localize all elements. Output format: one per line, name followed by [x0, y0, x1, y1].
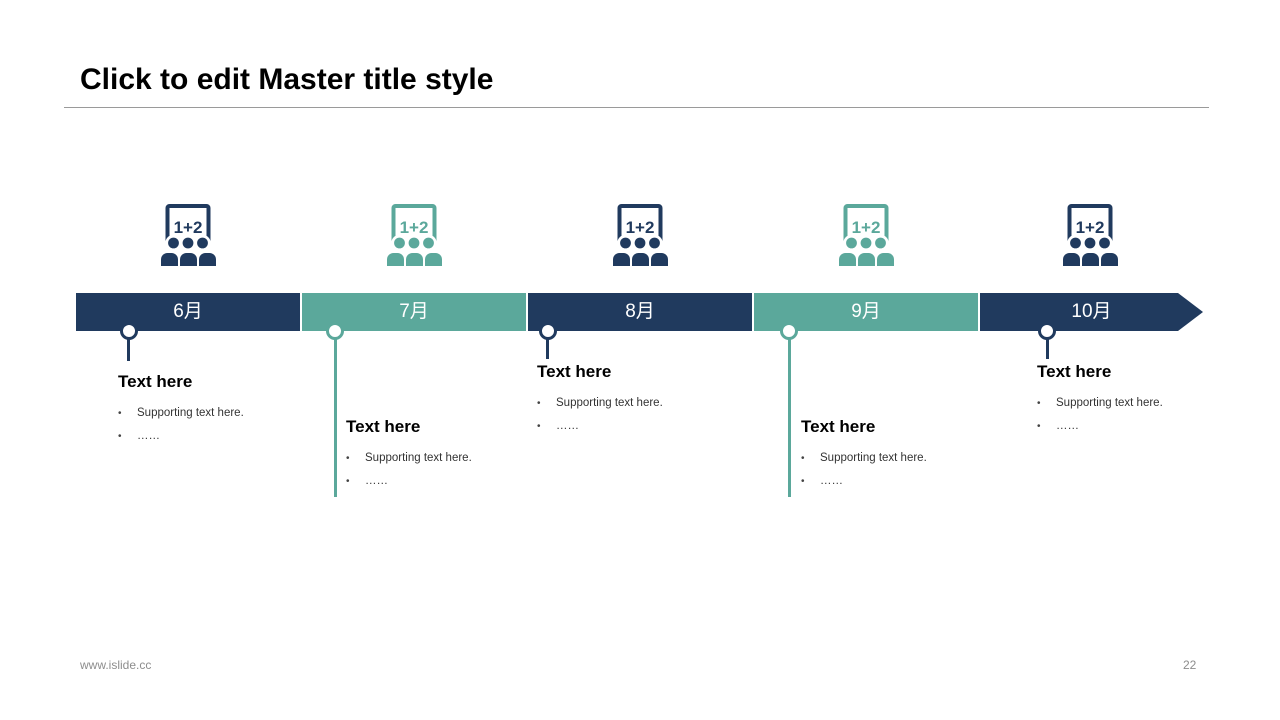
connector-stem [788, 331, 791, 497]
classroom-board-audience-icon: 1+2 [613, 204, 668, 266]
bullet-dot-icon: • [1037, 421, 1041, 432]
icon-board-text: 1+2 [174, 218, 203, 237]
connector-stem [127, 331, 130, 361]
bullet-text: Supporting text here. [137, 407, 244, 419]
timeline-segment-jun[interactable]: 6月 [76, 293, 300, 331]
bullet-item: • …… [118, 430, 330, 443]
icon-board-text: 1+2 [852, 218, 881, 237]
text-block-title: Text here [801, 417, 876, 436]
bullet-dot-icon: • [801, 453, 805, 464]
icon-board-text: 1+2 [626, 218, 655, 237]
bullet-dot-icon: • [801, 476, 805, 487]
bullet-dot-icon: • [537, 421, 541, 432]
bullet-text: …… [137, 430, 160, 442]
timeline-node-circle [326, 322, 344, 340]
timeline-node-circle [1038, 322, 1056, 340]
text-block-title: Text here [1037, 362, 1112, 381]
title-divider-line [64, 107, 1209, 108]
bullet-text: Supporting text here. [1056, 397, 1163, 409]
text-block-aug[interactable]: Text here • Supporting text here. • …… [537, 362, 749, 443]
bullet-text: …… [365, 475, 388, 487]
connector-stem [546, 331, 549, 359]
bullet-text: …… [1056, 420, 1079, 432]
bullet-dot-icon: • [537, 398, 541, 409]
footer-website-url: www.islide.cc [80, 658, 152, 672]
timeline-segment-oct-arrow[interactable]: 10月 [980, 293, 1203, 331]
classroom-board-audience-icon: 1+2 [839, 204, 894, 266]
bullet-text: Supporting text here. [556, 397, 663, 409]
month-label: 10月 [1071, 301, 1112, 322]
timeline-node-circle [539, 322, 557, 340]
bullet-item: • Supporting text here. [1037, 397, 1249, 410]
text-block-title: Text here [118, 372, 193, 391]
classroom-board-audience-icon: 1+2 [1063, 204, 1118, 266]
bullet-item: • …… [537, 420, 749, 433]
month-label: 9月 [851, 301, 881, 322]
text-block-jul[interactable]: Text here • Supporting text here. • …… [346, 417, 558, 498]
connector-stem [334, 331, 337, 497]
bullet-dot-icon: • [346, 453, 350, 464]
month-label: 8月 [625, 301, 655, 322]
text-block-oct[interactable]: Text here • Supporting text here. • …… [1037, 362, 1249, 443]
bullet-item: • Supporting text here. [346, 452, 558, 465]
slide-title[interactable]: Click to edit Master title style [80, 63, 494, 96]
bullet-dot-icon: • [118, 431, 122, 442]
bullet-dot-icon: • [346, 476, 350, 487]
bullet-dot-icon: • [1037, 398, 1041, 409]
text-block-sep[interactable]: Text here • Supporting text here. • …… [801, 417, 1013, 498]
bullet-text: …… [556, 420, 579, 432]
bullet-item: • Supporting text here. [118, 407, 330, 420]
bullet-text: …… [820, 475, 843, 487]
bullet-item: • …… [346, 475, 558, 488]
slide-page-number: 22 [1183, 658, 1197, 672]
month-label: 6月 [173, 301, 203, 322]
text-block-title: Text here [537, 362, 612, 381]
bullet-item: • …… [801, 475, 1013, 488]
connector-stem [1046, 331, 1049, 359]
bullet-text: Supporting text here. [820, 452, 927, 464]
classroom-board-audience-icon: 1+2 [387, 204, 442, 266]
text-block-title: Text here [346, 417, 421, 436]
bullet-item: • Supporting text here. [537, 397, 749, 410]
timeline-node-circle [120, 322, 138, 340]
classroom-board-audience-icon: 1+2 [161, 204, 216, 266]
bullet-item: • …… [1037, 420, 1249, 433]
month-label: 7月 [399, 301, 429, 322]
bullet-text: Supporting text here. [365, 452, 472, 464]
timeline-node-circle [780, 322, 798, 340]
icon-board-text: 1+2 [1076, 218, 1105, 237]
timeline-segment-aug[interactable]: 8月 [528, 293, 752, 331]
bullet-item: • Supporting text here. [801, 452, 1013, 465]
text-block-jun[interactable]: Text here • Supporting text here. • …… [118, 372, 330, 453]
bullet-dot-icon: • [118, 408, 122, 419]
icon-board-text: 1+2 [400, 218, 429, 237]
